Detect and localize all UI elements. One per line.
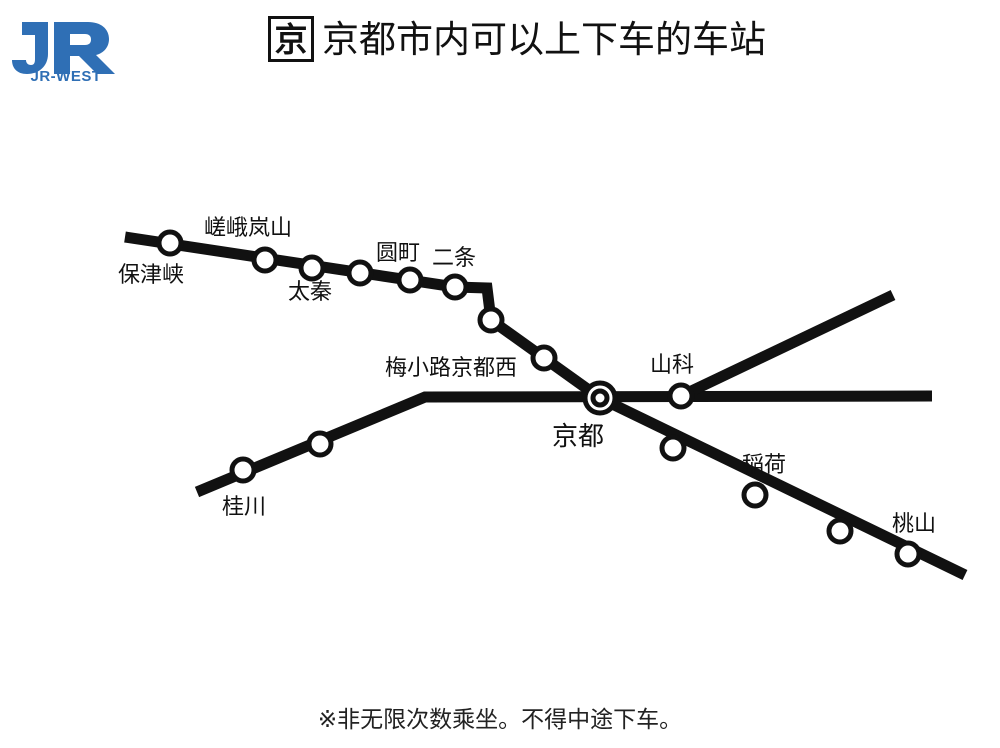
stations-group: [156, 229, 922, 568]
station-label-nijo: 二条: [432, 245, 476, 270]
station-node-kyoto-inner: [590, 388, 610, 408]
station-node-umekoji[interactable]: [530, 344, 558, 372]
station-label-yamashina: 山科: [650, 352, 694, 377]
station-label-inari: 稲荷: [742, 452, 786, 477]
station-label-momoyama: 桃山: [892, 511, 936, 536]
station-node-uzumasa[interactable]: [298, 254, 326, 282]
station-label-hozukyo: 保津峡: [118, 262, 184, 287]
station-node-unnamed_5[interactable]: [826, 517, 854, 545]
page-title: 京都市内可以上下车的车站: [322, 18, 766, 60]
station-node-unnamed_4[interactable]: [659, 434, 687, 462]
route-map: 保津峡嵯峨岚山太秦 圆町二条梅小路京都西京都 山科桂川 稲荷桃山: [0, 110, 1000, 670]
station-labels-group: 保津峡嵯峨岚山太秦 圆町二条梅小路京都西京都 山科桂川 稲荷桃山: [118, 215, 936, 536]
station-node-sagaarashiyama[interactable]: [251, 246, 279, 274]
station-node-unnamed_2[interactable]: [477, 306, 505, 334]
title-row: 京 京都市内可以上下车的车站: [268, 16, 766, 62]
kyoto-zone-badge-icon: 京: [268, 16, 314, 62]
rail-line-kosei-line: [678, 290, 896, 401]
station-label-sagaarashiyama: 嵯峨岚山: [204, 215, 292, 240]
station-label-kyoto: 京都: [552, 421, 604, 451]
footnote-text: ※非无限次数乘坐。不得中途下车。: [317, 706, 683, 732]
station-label-enmachi: 圆町: [376, 240, 420, 265]
station-label-umekoji: 梅小路京都西: [385, 355, 517, 380]
station-node-unnamed_3[interactable]: [306, 430, 334, 458]
station-node-yamashina[interactable]: [667, 382, 695, 410]
station-label-uzumasa: 太秦: [288, 279, 332, 304]
jr-west-wordmark: JR-WEST: [30, 68, 102, 85]
page-header: JR-WEST 京 京都市内可以上下车的车站: [0, 0, 1000, 110]
jr-west-logo: [12, 14, 120, 88]
rail-line-sagano-line: [124, 231, 604, 403]
station-node-katsuragawa[interactable]: [229, 456, 257, 484]
station-node-momoyama[interactable]: [894, 540, 922, 568]
station-node-enmachi[interactable]: [396, 266, 424, 294]
station-node-unnamed_1[interactable]: [346, 259, 374, 287]
station-node-nijo[interactable]: [441, 273, 469, 301]
station-node-inari[interactable]: [741, 481, 769, 509]
station-label-katsuragawa: 桂川: [222, 494, 266, 519]
rail-line-kyoto-west-line: [194, 390, 933, 498]
station-node-hozukyo[interactable]: [156, 229, 184, 257]
